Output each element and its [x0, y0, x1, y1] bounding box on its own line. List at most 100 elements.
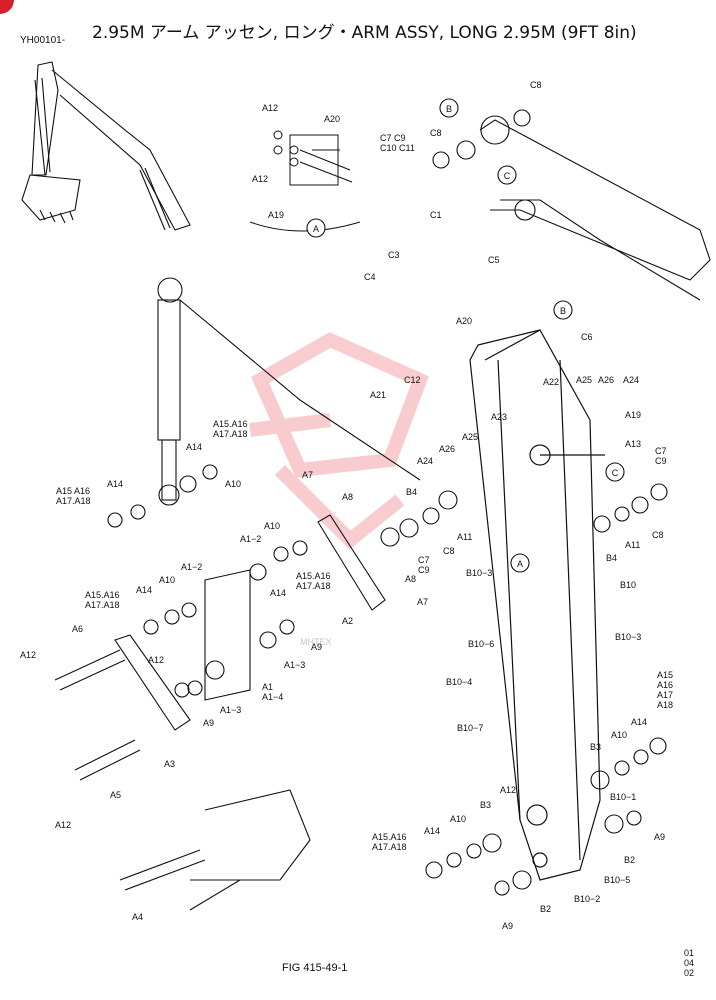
label-b10-2: B10−2 — [574, 894, 601, 904]
label-c4: C4 — [364, 272, 376, 282]
label-c8: C8 — [443, 546, 455, 556]
label-b10-7: B10−7 — [457, 723, 484, 733]
label-a19: A19 — [268, 210, 285, 220]
label-a14: A14 — [107, 479, 124, 489]
label-c8: C8 — [652, 530, 664, 540]
label-a9: A9 — [654, 832, 666, 842]
label-a15-a18: A15 A16 A17 A18 — [657, 670, 674, 710]
label-a25: A25 — [462, 432, 479, 442]
label-b10: B10 — [620, 580, 637, 590]
page-number-2: 04 — [684, 958, 695, 968]
label-a12: A12 — [252, 174, 269, 184]
label-b10-1: B10−1 — [610, 792, 637, 802]
label-a19: A19 — [625, 410, 642, 420]
label-b10-4: B10−4 — [446, 677, 473, 687]
detail-a-inset — [249, 130, 361, 232]
label-a12: A12 — [262, 103, 279, 113]
label-a12: A12 — [20, 650, 37, 660]
callout-b-mid: B — [560, 306, 566, 316]
label-b10-6: B10−6 — [468, 639, 495, 649]
label-a15-a18: A15.A16 A17.A18 — [296, 571, 331, 591]
label-a4: A4 — [132, 912, 144, 922]
label-a15-a18: A15.A16 A17.A18 — [213, 419, 248, 439]
arm-assembly — [469, 329, 605, 881]
label-a5: A5 — [110, 790, 122, 800]
bushings — [107, 109, 668, 896]
label-b2: B2 — [624, 855, 636, 865]
label-c12: C12 — [404, 375, 421, 385]
callout-a-mid: A — [517, 559, 523, 569]
label-a10: A10 — [159, 575, 176, 585]
label-a12: A12 — [148, 655, 165, 665]
label-a10: A10 — [264, 521, 281, 531]
label-a20: A20 — [324, 114, 341, 124]
label-c7c9: C7 C9 — [655, 446, 667, 466]
label-a7: A7 — [417, 597, 429, 607]
label-a10: A10 — [611, 730, 628, 740]
label-a15-a18: A15.A16 A17.A18 — [85, 590, 120, 610]
label-a14: A14 — [136, 585, 153, 595]
label-a6: A6 — [72, 624, 84, 634]
arm-cylinder — [157, 277, 421, 506]
label-c1: C1 — [430, 210, 442, 220]
label-a14: A14 — [424, 826, 441, 836]
label-a7: A7 — [302, 470, 314, 480]
callout-letters: A B C B C A — [313, 104, 619, 569]
label-b10-3: B10−3 — [615, 632, 642, 642]
page-numbers: 01 04 02 — [684, 948, 700, 978]
label-a12: A12 — [55, 820, 72, 830]
callout-a-inset: A — [313, 224, 319, 234]
label-a24: A24 — [623, 375, 640, 385]
label-a1-2: A1−2 — [181, 562, 203, 572]
label-a25: A25 — [576, 375, 593, 385]
excavator-overview — [21, 61, 191, 231]
label-a1-3: A1−3 — [220, 705, 242, 715]
label-c10c11: C10 C11 — [380, 143, 415, 153]
label-a8: A8 — [342, 492, 354, 502]
boom — [479, 115, 711, 301]
bucket-linkage — [54, 514, 386, 911]
label-c8: C8 — [530, 80, 542, 90]
label-a15-a18: A15 A16 A17.A18 — [56, 486, 91, 506]
label-b2: B2 — [540, 904, 552, 914]
label-c7c9: C7 C9 — [418, 555, 430, 575]
doc-code: YH00101- — [20, 35, 66, 46]
callout-c-top: C — [504, 171, 511, 181]
label-a26: A26 — [598, 375, 615, 385]
label-a20: A20 — [456, 316, 473, 326]
page-number-3: 02 — [684, 968, 695, 978]
watermark-text: MHTEX — [300, 637, 332, 647]
label-a14: A14 — [270, 588, 287, 598]
label-a9: A9 — [203, 718, 215, 728]
page-number-1: 01 — [684, 948, 695, 958]
label-c8: C8 — [430, 128, 442, 138]
label-a11: A11 — [625, 540, 641, 550]
label-a8: A8 — [405, 574, 417, 584]
label-a3: A3 — [164, 759, 176, 769]
label-b4: B4 — [606, 553, 618, 563]
label-c6: C6 — [581, 332, 593, 342]
label-b10-3: B10−3 — [466, 568, 493, 578]
label-a13: A13 — [625, 439, 642, 449]
label-a1-a1-4: A1 A1−4 — [262, 682, 284, 702]
label-b4: B4 — [406, 487, 418, 497]
label-a10: A10 — [450, 814, 467, 824]
label-b3: B3 — [480, 800, 492, 810]
label-a22: A22 — [543, 377, 560, 387]
callout-markers — [306, 98, 625, 573]
label-a1-2: A1−2 — [240, 534, 262, 544]
label-a2: A2 — [342, 616, 354, 626]
label-a23: A23 — [491, 412, 508, 422]
page-title: 2.95M アーム アッセン, ロング・ARM ASSY, LONG 2.95M… — [92, 23, 637, 43]
label-a26: A26 — [439, 444, 456, 454]
label-a1-3: A1−3 — [284, 660, 306, 670]
callout-b-top: B — [446, 104, 452, 114]
label-a9: A9 — [311, 642, 323, 652]
label-b10-5: B10−5 — [604, 875, 631, 885]
label-a15-a18: A15.A16 A17.A18 — [372, 832, 407, 852]
callout-c-mid: C — [612, 468, 619, 478]
label-c5: C5 — [488, 255, 500, 265]
label-a12: A12 — [500, 785, 517, 795]
